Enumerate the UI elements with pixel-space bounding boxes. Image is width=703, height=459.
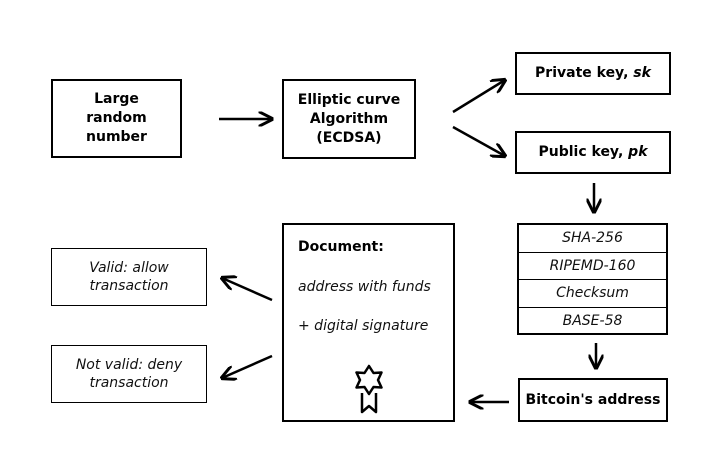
bitcoin-address-label: Bitcoin's address <box>525 391 661 408</box>
hash-step-base58: BASE-58 <box>562 313 623 330</box>
public-key-label: Public key, pk <box>538 143 647 162</box>
private-key-node: Private key, sk <box>515 52 671 95</box>
hash-step-sha256: SHA-256 <box>519 225 666 253</box>
public-key-prefix: Public key, <box>538 144 629 160</box>
public-key-var: pk <box>628 144 648 160</box>
private-key-prefix: Private key, <box>535 65 634 81</box>
public-key-node: Public key, pk <box>515 131 671 174</box>
hash-step-checksum: Checksum <box>519 280 666 308</box>
ecdsa-label: Elliptic curve Algorithm (ECDSA) <box>297 91 401 146</box>
hash-steps-stack: SHA-256 RIPEMD-160 Checksum BASE-58 <box>517 223 668 335</box>
private-key-label: Private key, sk <box>535 64 651 83</box>
document-title: Document: <box>298 239 384 255</box>
invalid-outcome-label: Not valid: deny transaction <box>75 357 183 391</box>
invalid-outcome-node: Not valid: deny transaction <box>51 345 207 403</box>
arrow-ecdsa-to-private <box>452 80 505 114</box>
award-star-icon <box>355 364 383 414</box>
document-address-line: address with funds <box>298 279 431 295</box>
hash-step-ripemd160: RIPEMD-160 <box>519 253 666 280</box>
ecdsa-node: Elliptic curve Algorithm (ECDSA) <box>282 79 416 159</box>
document-node: Document: address with funds + digital s… <box>282 223 455 422</box>
valid-outcome-label: Valid: allow transaction <box>89 260 169 294</box>
arrow-document-to-valid <box>222 278 273 302</box>
valid-outcome-node: Valid: allow transaction <box>51 248 207 306</box>
arrow-ecdsa-to-public <box>452 125 505 156</box>
large-random-number-label: Large random number <box>86 91 147 145</box>
document-signature-line: + digital signature <box>298 318 429 334</box>
large-random-number-node: Large random number <box>51 79 182 158</box>
bitcoin-address-node: Bitcoin's address <box>518 378 668 422</box>
arrow-document-to-invalid <box>222 354 273 378</box>
private-key-var: sk <box>633 65 651 81</box>
